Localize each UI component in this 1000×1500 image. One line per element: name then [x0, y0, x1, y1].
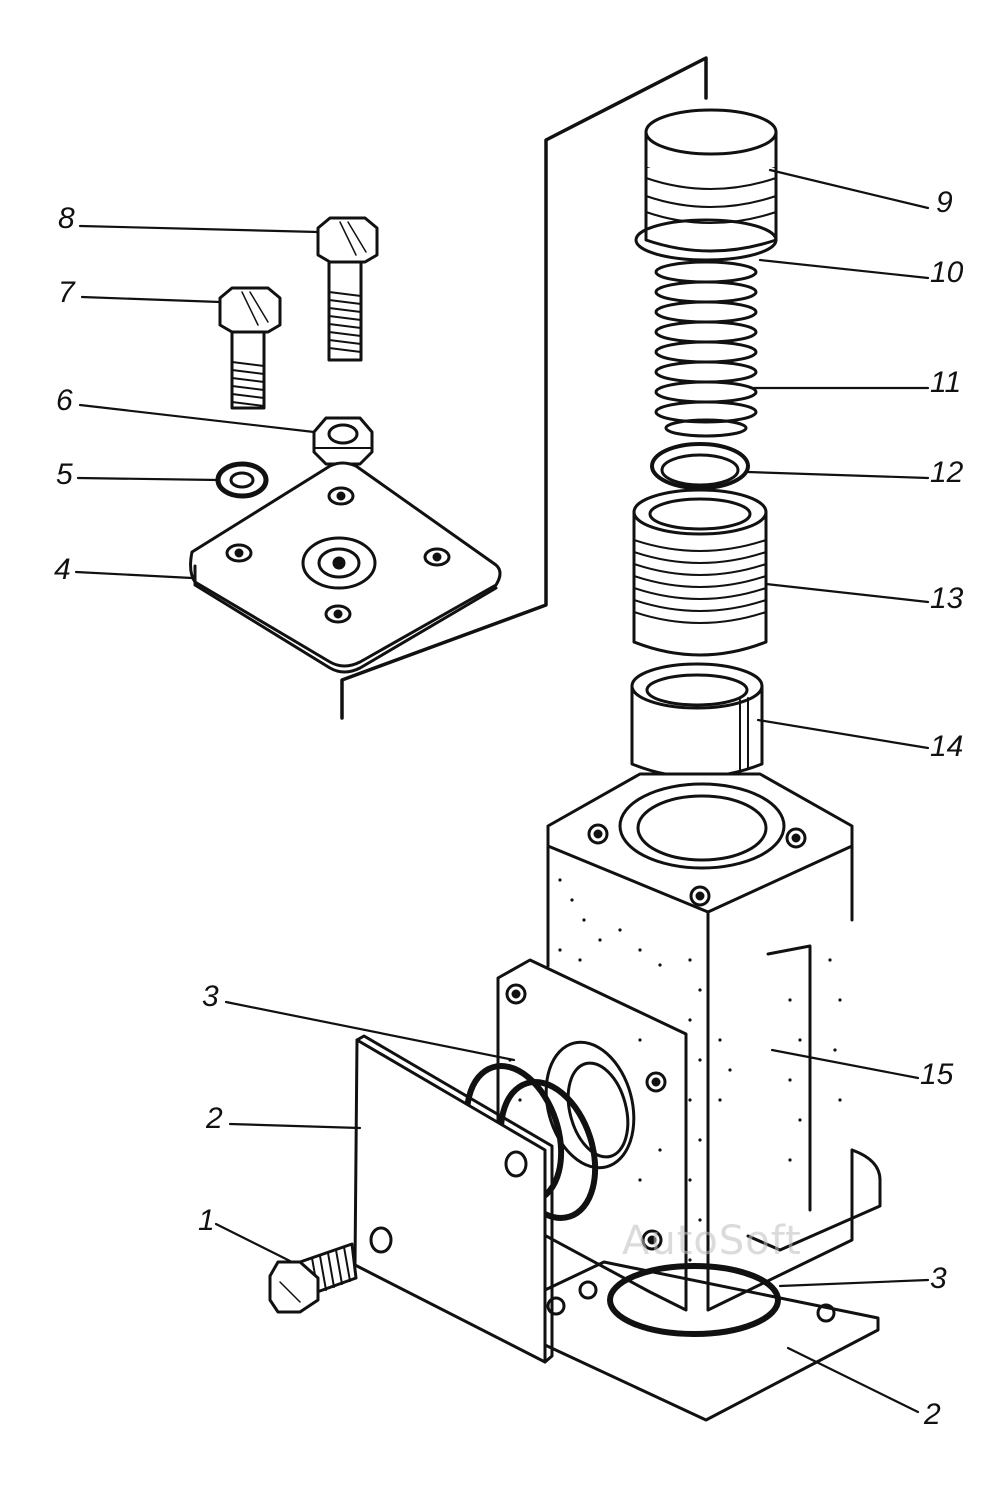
- callout-label-1: 1: [198, 1204, 215, 1237]
- callout-label-12: 12: [930, 456, 964, 489]
- bushing-14: [630, 662, 764, 779]
- bolt-8: [316, 216, 379, 362]
- callout-label-8: 8: [58, 202, 75, 235]
- callout-label-13: 13: [930, 582, 964, 615]
- ring-10: [634, 218, 778, 262]
- callout-label-3-side: 3: [202, 980, 219, 1013]
- callout-label-7: 7: [58, 276, 75, 309]
- nut-6: [312, 416, 374, 466]
- leader-lines: [74, 168, 930, 1414]
- callout-label-5: 5: [56, 458, 73, 491]
- bottom-plate-2: [543, 1260, 880, 1422]
- callout-label-2-side: 2: [206, 1102, 223, 1135]
- callout-label-15: 15: [920, 1058, 954, 1091]
- callout-label-9: 9: [936, 186, 953, 219]
- piston-9: [644, 108, 778, 253]
- threaded-sleeve-13: [632, 488, 768, 657]
- bolt-1: [268, 1242, 358, 1314]
- bolt-7: [218, 286, 282, 410]
- callout-label-6: 6: [56, 384, 73, 417]
- watermark: AutoSoft: [622, 1218, 802, 1264]
- callout-label-2-bottom: 2: [924, 1398, 941, 1431]
- gasket-3-bottom: [607, 1263, 781, 1337]
- callout-label-11: 11: [930, 366, 962, 399]
- callout-label-14: 14: [930, 730, 964, 763]
- assembly-axis-line: [340, 56, 708, 720]
- callout-label-3-bottom: 3: [930, 1262, 947, 1295]
- callout-label-10: 10: [930, 256, 964, 289]
- callout-label-4: 4: [54, 553, 71, 586]
- side-plate-2: [353, 1034, 554, 1364]
- lock-washer-5: [215, 461, 269, 499]
- ring-12: [650, 442, 750, 490]
- spring-11: [654, 260, 758, 438]
